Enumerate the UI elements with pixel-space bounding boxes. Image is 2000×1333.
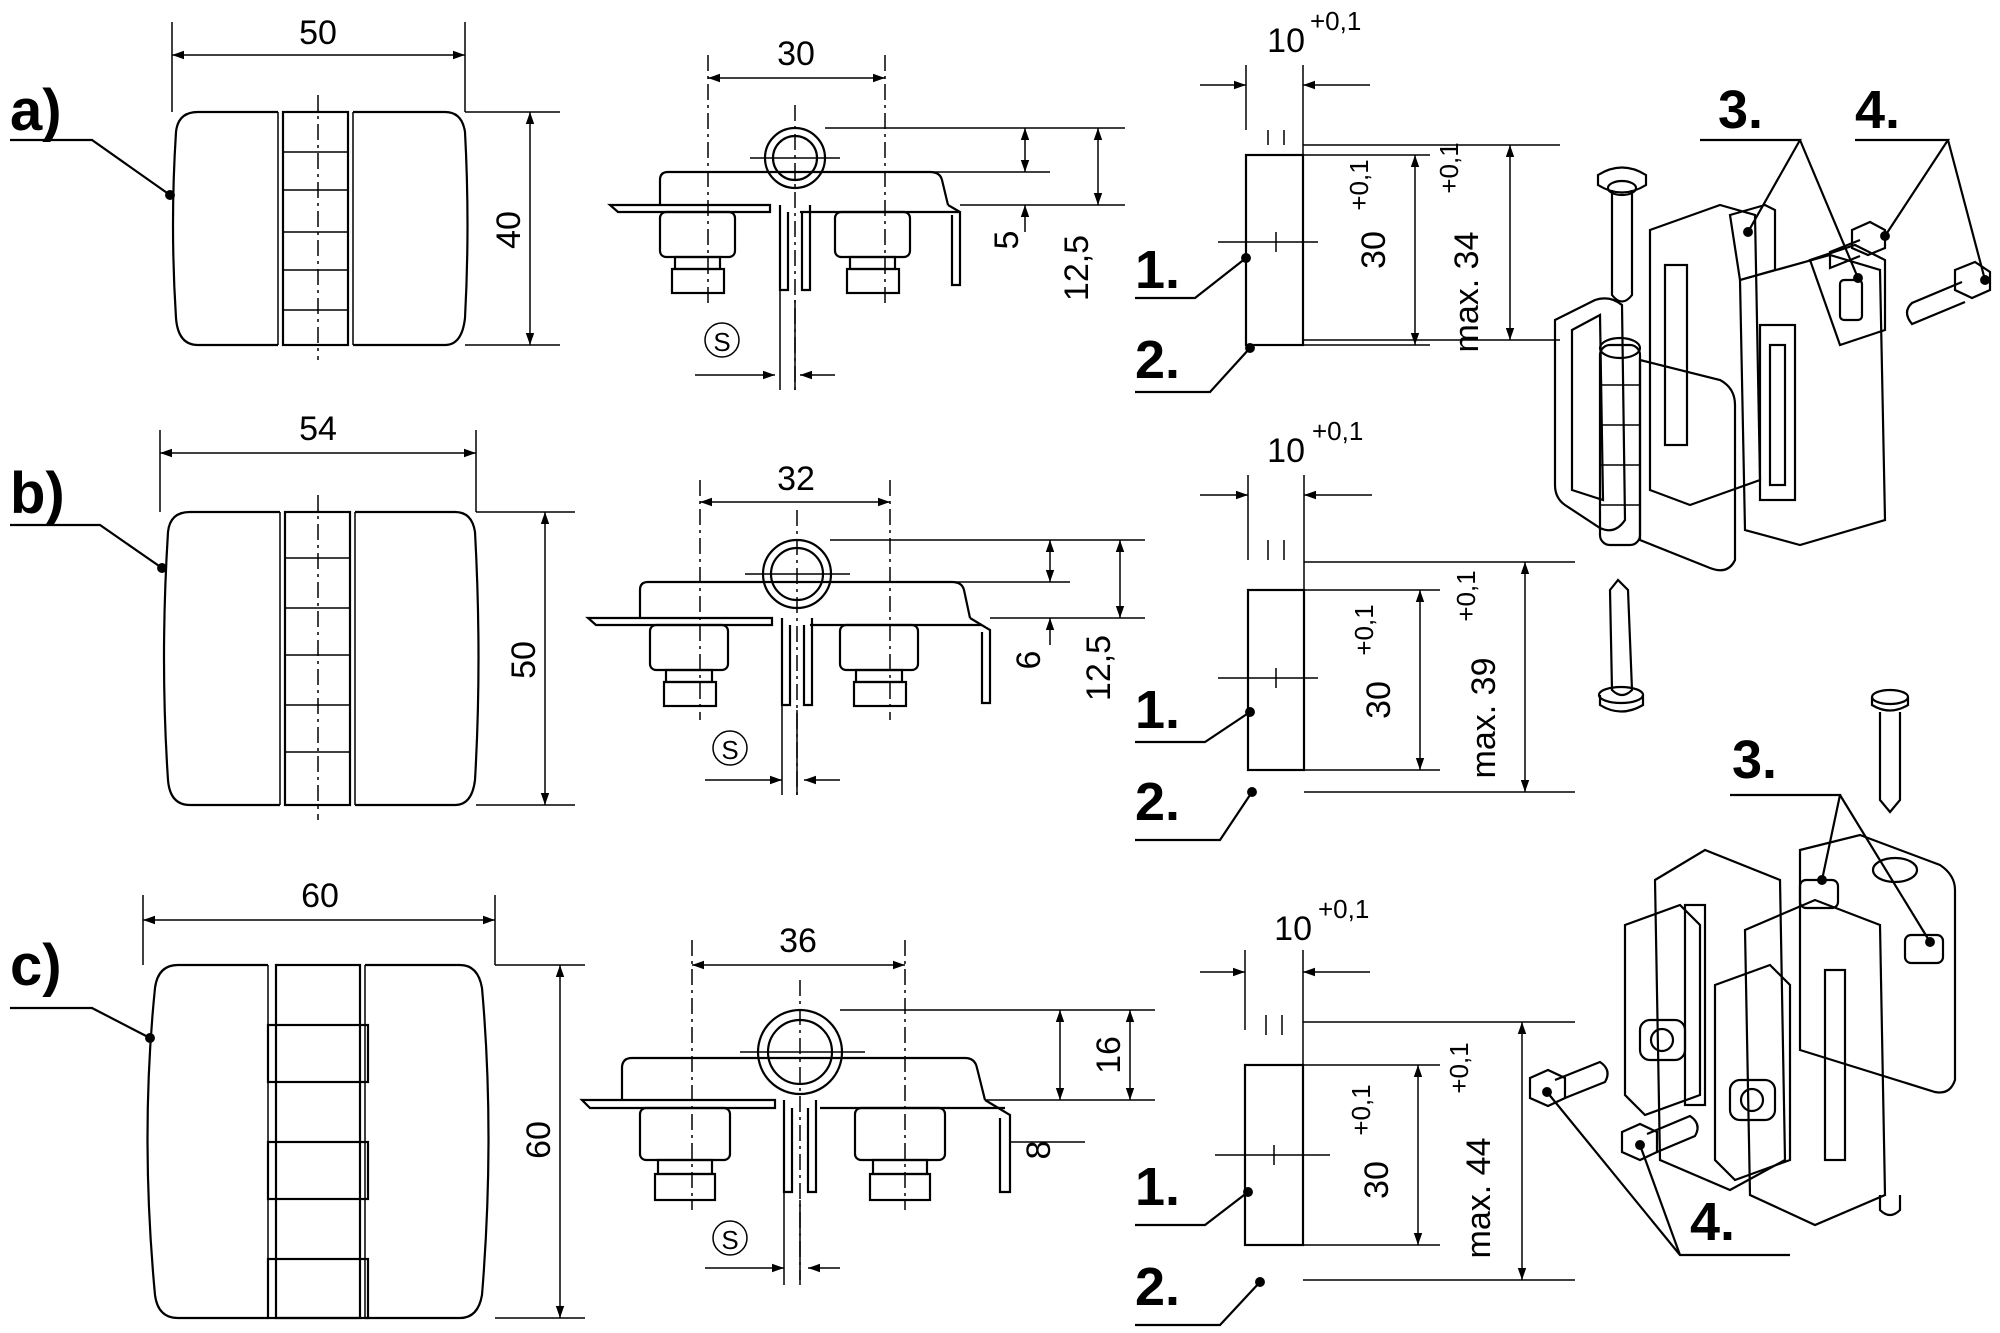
row-c-depth-small-dim: 8 [1020, 1141, 1058, 1160]
svg-text:+0,1: +0,1 [1312, 416, 1363, 446]
row-c-cutout-height: 30 [1358, 1161, 1396, 1199]
svg-text:S: S [721, 1225, 738, 1255]
svg-text:+0,1: +0,1 [1310, 6, 1361, 36]
row-a-cutout-slot [1244, 153, 1305, 347]
row-b-left-leaf [162, 510, 280, 807]
row-c-height-dim: 60 [520, 1121, 558, 1159]
svg-text:+0,1: +0,1 [1344, 159, 1374, 210]
row-a-s-symbol [704, 322, 740, 358]
row-b-cutout: 10 +0,1 30 +0,1 max. 39 +0,1 1. 2. [1135, 416, 1575, 842]
row-a-depth-small-dim: 5 [988, 231, 1026, 250]
row-a-knuckle [281, 110, 350, 347]
row-c-front-view: 60 60 [142, 877, 585, 1320]
row-a-spacing-dim: 30 [777, 35, 815, 73]
row-b-cutout-slot [1246, 588, 1306, 772]
row-b-note-2: 2. [1135, 772, 1180, 832]
row-c-cutout: 10 +0,1 30 +0,1 max. 44 +0,1 1. 2. [1135, 894, 1575, 1327]
row-b-section-view: 32 6 12,5 S [585, 460, 1145, 795]
row-b: b) 54 50 [10, 410, 1575, 842]
row-c: c) 60 60 [10, 877, 1575, 1327]
row-b-cutout-height: 30 [1360, 681, 1398, 719]
row-b-note-1: 1. [1135, 680, 1180, 740]
leaf-bottom-right [1798, 833, 1957, 1094]
row-b-leader [10, 523, 167, 573]
svg-text:S: S [721, 735, 738, 765]
row-b-right-leaf [355, 510, 480, 807]
row-b-knuckle [283, 510, 352, 807]
nut-plate-right [1713, 963, 1792, 1182]
svg-text:+0,1: +0,1 [1346, 1084, 1376, 1135]
callout-3-top: 3. [1718, 80, 1763, 140]
isometric-hinge-bottom: 3. 4. [1528, 688, 1957, 1257]
leaf-left [1553, 297, 1627, 532]
row-b-s-symbol [712, 730, 748, 766]
row-b-width-dim: 54 [299, 410, 337, 448]
callout-3-bottom: 3. [1732, 730, 1777, 790]
row-a-max-dim: max. 34 [1448, 232, 1486, 353]
row-c-left-leaf [146, 963, 268, 1320]
row-c-spacing-dim: 36 [779, 922, 817, 960]
bracket-front-bottom [1743, 898, 1887, 1227]
row-a-right-leaf [353, 110, 469, 347]
row-c-right-leaf [365, 963, 490, 1320]
svg-text:+0,1: +0,1 [1434, 142, 1464, 193]
isometric-hinge-top: 3. 4. [1553, 80, 1992, 713]
row-c-note-1: 1. [1135, 1157, 1180, 1217]
bolt-bottom-1 [1528, 1060, 1609, 1108]
row-c-max-dim: max. 44 [1460, 1138, 1498, 1259]
row-c-cutout-width: 10 [1274, 910, 1312, 948]
row-c-depth-total-dim: 16 [1090, 1036, 1128, 1074]
row-b-depth-total-dim: 12,5 [1080, 635, 1118, 701]
row-a-cutout-width: 10 [1267, 22, 1305, 60]
row-a-label: a) [10, 78, 62, 143]
leaf-right [1638, 358, 1737, 572]
callout-4-bottom: 4. [1690, 1192, 1735, 1252]
row-b-spacing-dim: 32 [777, 460, 815, 498]
row-b-front-view: 54 50 [159, 410, 575, 820]
row-a-note-1: 1. [1135, 240, 1180, 300]
row-c-leader [10, 1006, 155, 1043]
bolt-bottom-2 [1620, 1114, 1699, 1162]
callout-4-top: 4. [1855, 80, 1900, 140]
row-a-cutout-height: 30 [1355, 231, 1393, 269]
row-c-label: c) [10, 933, 62, 998]
row-a-front-view: 50 40 [171, 14, 560, 360]
row-a-width-dim: 50 [299, 14, 337, 52]
hinge-pin-bottom [1870, 688, 1910, 814]
svg-text:+0,1: +0,1 [1444, 1042, 1474, 1093]
svg-text:+0,1: +0,1 [1318, 894, 1369, 924]
hinge-pin-loose [1597, 578, 1645, 713]
row-b-max-dim: max. 39 [1465, 658, 1503, 779]
svg-text:S: S [713, 327, 730, 357]
row-b-label: b) [10, 461, 65, 526]
row-a-height-dim: 40 [490, 211, 528, 249]
row-a-left-leaf [171, 110, 278, 347]
row-b-depth-small-dim: 6 [1010, 651, 1048, 670]
bolt-2 [1905, 260, 1992, 326]
row-a-leader [10, 138, 175, 200]
svg-text:+0,1: +0,1 [1451, 570, 1481, 621]
row-c-note-2: 2. [1135, 1257, 1180, 1317]
hinge-pin-top [1610, 190, 1634, 303]
clip-2 [1903, 933, 1945, 965]
row-b-cutout-width: 10 [1267, 432, 1305, 470]
bracket-back-bottom [1653, 848, 1787, 1192]
bracket-front [1738, 253, 1887, 547]
row-a-depth-total-dim: 12,5 [1058, 235, 1096, 301]
row-c-s-symbol [712, 1220, 748, 1256]
row-a-section-view: 30 5 12,5 S [607, 35, 1125, 395]
nut-plate-left [1623, 903, 1702, 1117]
row-a-cutout: 10 +0,1 30 +0,1 max. 34 +0,1 1. 2. [1135, 6, 1560, 394]
svg-text:+0,1: +0,1 [1349, 604, 1379, 655]
row-a-note-2: 2. [1135, 330, 1180, 390]
row-a: a) 50 40 [10, 6, 1560, 395]
row-b-height-dim: 50 [505, 641, 543, 679]
row-c-section-view: 36 16 8 S [579, 922, 1155, 1285]
row-c-width-dim: 60 [301, 877, 339, 915]
